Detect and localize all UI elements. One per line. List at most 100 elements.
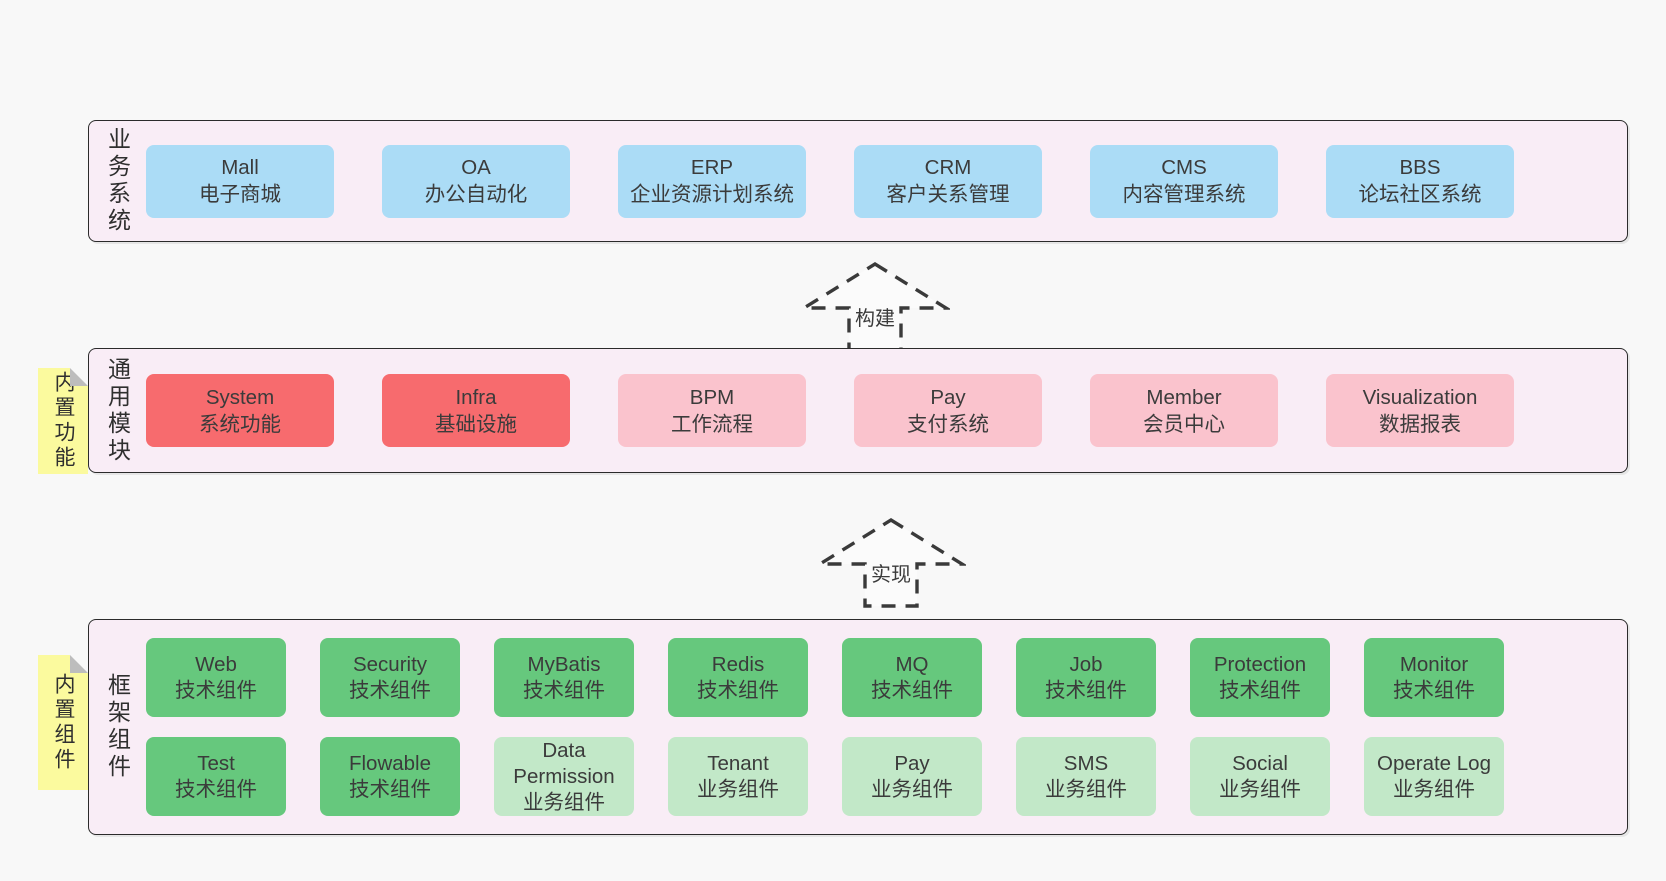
box-redis: Redis 技术组件	[668, 638, 808, 717]
box-en-label: Pay	[894, 751, 930, 775]
box-zh-label: 技术组件	[1219, 678, 1301, 702]
box-zh-label: 企业资源计划系统	[630, 183, 794, 206]
box-en-label: BBS	[1399, 156, 1441, 179]
box-en-label: Tenant	[707, 751, 769, 775]
box-en-label: Social	[1232, 751, 1288, 775]
box-monitor: Monitor 技术组件	[1364, 638, 1504, 717]
box-zh-label: 技术组件	[349, 777, 431, 801]
box-zh-label: 业务组件	[523, 790, 605, 814]
box-en-label: Security	[352, 652, 428, 676]
sticky-note-builtin-features: 内置功能	[38, 368, 88, 474]
box-en-label: Mall	[221, 156, 259, 179]
box-en-label: CMS	[1161, 156, 1207, 179]
box-operate-log: Operate Log 业务组件	[1364, 737, 1504, 816]
box-zh-label: 业务组件	[871, 777, 953, 801]
box-en-label: SMS	[1063, 751, 1109, 775]
box-zh-label: 业务组件	[1219, 777, 1301, 801]
box-zh-label: 办公自动化	[424, 183, 528, 206]
box-zh-label: 基础设施	[435, 412, 517, 436]
box-zh-label: 技术组件	[871, 678, 953, 702]
box-mybatis: MyBatis 技术组件	[494, 638, 634, 717]
box-en-label: Flowable	[348, 751, 432, 775]
box-zh-label: 论坛社区系统	[1358, 183, 1482, 206]
box-flowable: Flowable 技术组件	[320, 737, 460, 816]
box-en-label: OA	[461, 156, 491, 179]
panel-framework-components: 框架组件 Web 技术组件 Security 技术组件 MyBatis 技术组件…	[88, 619, 1628, 835]
box-erp: ERP 企业资源计划系统	[618, 144, 806, 218]
modules-boxes-row: System 系统功能 Infra 基础设施 BPM 工作流程 Pay 支付系统…	[146, 349, 1627, 472]
arrow-build: 构建	[800, 260, 950, 352]
box-zh-label: 技术组件	[175, 678, 257, 702]
box-en-label: MQ	[895, 652, 929, 676]
box-zh-label: 技术组件	[349, 678, 431, 702]
box-member: Member 会员中心	[1090, 374, 1278, 447]
box-zh-label: 业务组件	[1045, 777, 1127, 801]
box-zh-label: 支付系统	[907, 412, 989, 436]
box-pay-component: Pay 业务组件	[842, 737, 982, 816]
section-label-modules: 通用模块	[104, 356, 131, 465]
box-bbs: BBS 论坛社区系统	[1326, 144, 1514, 218]
panel-business-systems: 业务系统 Mall 电子商城 OA 办公自动化 ERP 企业资源计划系统 CRM…	[88, 120, 1628, 242]
box-zh-label: 业务组件	[697, 777, 779, 801]
framework-row-1: Web 技术组件 Security 技术组件 MyBatis 技术组件 Redi…	[146, 638, 1627, 717]
box-social: Social 业务组件	[1190, 737, 1330, 816]
box-zh-label: 技术组件	[175, 777, 257, 801]
box-en-label: Data Permission	[513, 738, 615, 788]
box-en-label: Test	[197, 751, 235, 775]
box-zh-label: 客户关系管理	[886, 183, 1010, 206]
box-zh-label: 数据报表	[1379, 412, 1461, 436]
box-zh-label: 内容管理系统	[1122, 183, 1246, 206]
box-web: Web 技术组件	[146, 638, 286, 717]
box-crm: CRM 客户关系管理	[854, 144, 1042, 218]
framework-rows: Web 技术组件 Security 技术组件 MyBatis 技术组件 Redi…	[146, 620, 1627, 834]
box-zh-label: 电子商城	[199, 183, 281, 206]
box-tenant: Tenant 业务组件	[668, 737, 808, 816]
box-cms: CMS 内容管理系统	[1090, 144, 1278, 218]
box-oa: OA 办公自动化	[382, 144, 570, 218]
box-mq: MQ 技术组件	[842, 638, 982, 717]
box-sms: SMS 业务组件	[1016, 737, 1156, 816]
box-en-label: BPM	[689, 385, 735, 409]
box-en-label: Visualization	[1362, 385, 1478, 409]
box-en-label: MyBatis	[527, 652, 601, 676]
box-en-label: Monitor	[1399, 652, 1469, 676]
section-label-business: 业务系统	[104, 127, 131, 235]
box-en-label: Member	[1146, 385, 1222, 409]
box-en-label: Infra	[455, 385, 497, 409]
box-data-permission: Data Permission 业务组件	[494, 737, 634, 816]
box-pay-system: Pay 支付系统	[854, 374, 1042, 447]
box-zh-label: 会员中心	[1143, 412, 1225, 436]
box-en-label: Operate Log	[1377, 751, 1491, 775]
arrow-build-label: 构建	[853, 302, 897, 331]
arrow-implement-label: 实现	[869, 558, 913, 587]
box-zh-label: 系统功能	[199, 412, 281, 436]
framework-row-2: Test 技术组件 Flowable 技术组件 Data Permission …	[146, 737, 1627, 816]
arrow-implement: 实现	[816, 516, 966, 608]
box-en-label: System	[205, 385, 275, 409]
box-zh-label: 工作流程	[671, 412, 753, 436]
box-en-label: Job	[1069, 652, 1103, 676]
box-en-label: ERP	[690, 156, 734, 179]
box-zh-label: 技术组件	[523, 678, 605, 702]
box-en-label: Pay	[930, 385, 966, 409]
sticky-note-builtin-components: 内置组件	[38, 655, 88, 790]
box-system: System 系统功能	[146, 374, 334, 447]
box-en-label: Web	[195, 652, 237, 676]
box-en-label: CRM	[924, 156, 972, 179]
business-boxes-row: Mall 电子商城 OA 办公自动化 ERP 企业资源计划系统 CRM 客户关系…	[146, 121, 1627, 241]
box-job: Job 技术组件	[1016, 638, 1156, 717]
box-security: Security 技术组件	[320, 638, 460, 717]
section-label-framework: 框架组件	[104, 673, 131, 781]
panel-common-modules: 通用模块 System 系统功能 Infra 基础设施 BPM 工作流程 Pay…	[88, 348, 1628, 473]
box-zh-label: 技术组件	[1045, 678, 1127, 702]
box-test: Test 技术组件	[146, 737, 286, 816]
box-zh-label: 技术组件	[697, 678, 779, 702]
box-infra: Infra 基础设施	[382, 374, 570, 447]
box-zh-label: 技术组件	[1393, 678, 1475, 702]
box-mall: Mall 电子商城	[146, 144, 334, 218]
box-protection: Protection 技术组件	[1190, 638, 1330, 717]
box-bpm: BPM 工作流程	[618, 374, 806, 447]
box-en-label: Redis	[711, 652, 765, 676]
box-visualization: Visualization 数据报表	[1326, 374, 1514, 447]
